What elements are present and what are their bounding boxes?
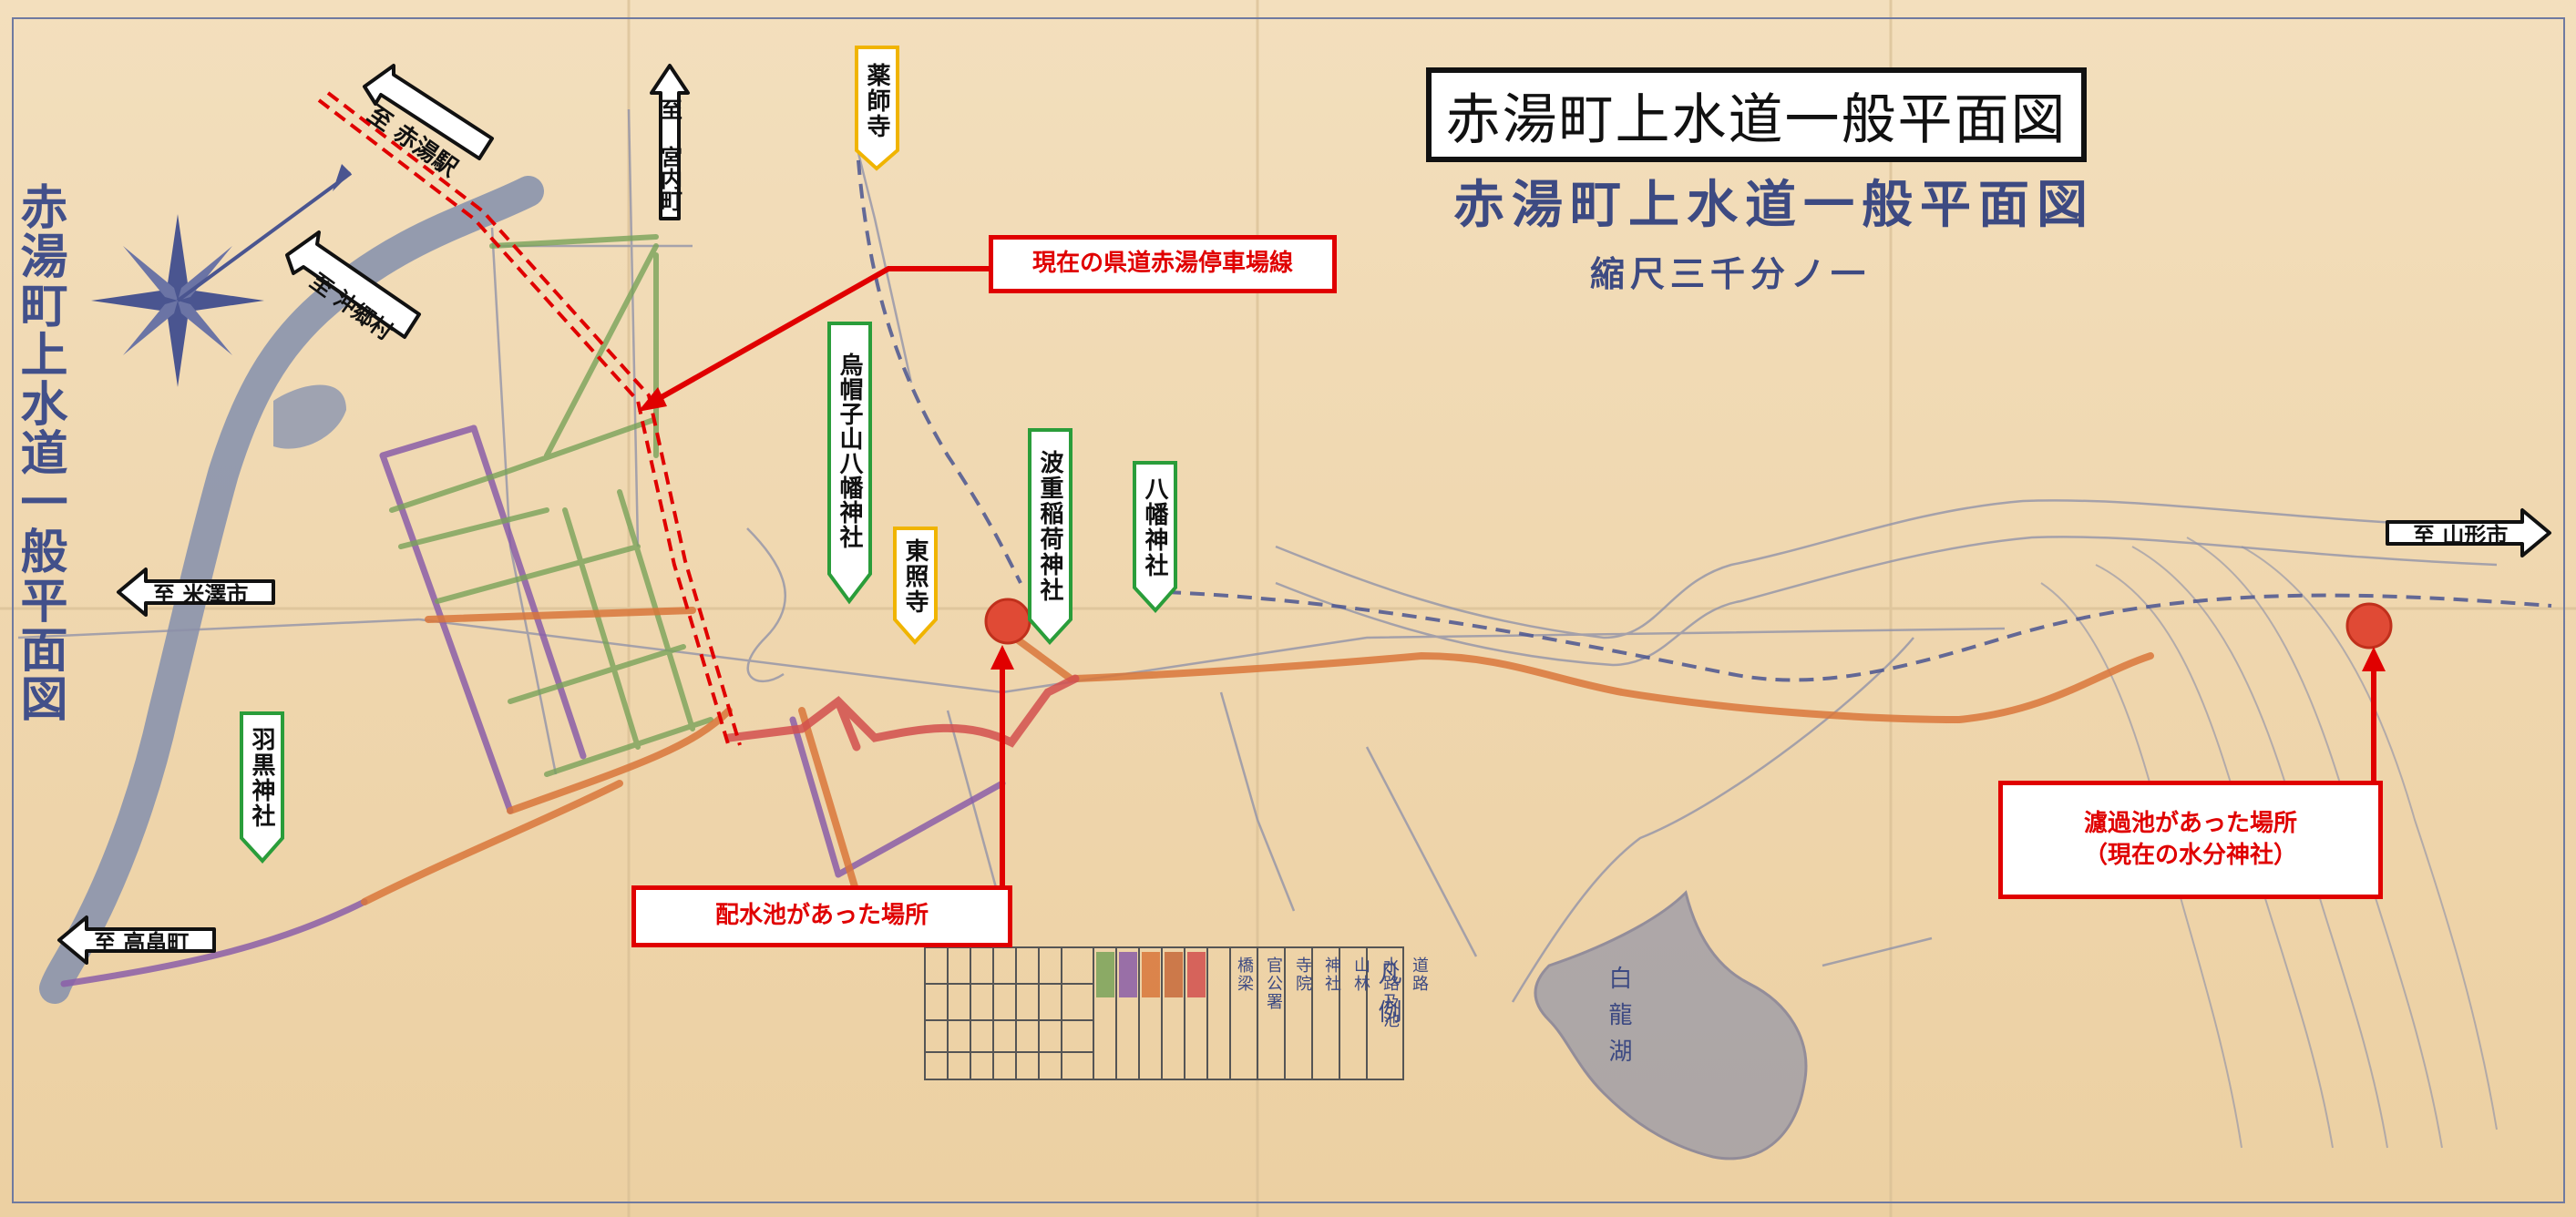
pipes-green bbox=[389, 234, 713, 777]
legend-item: 神社 bbox=[1322, 956, 1341, 993]
legend-item: 寺院 bbox=[1293, 956, 1312, 993]
callout-reservoir: 配水池があった場所 bbox=[631, 885, 1012, 947]
legend-item: 水路及池 bbox=[1380, 956, 1400, 1029]
legend-item: 道路 bbox=[1410, 956, 1429, 993]
direction-yonezawa: 至 米澤市 bbox=[153, 581, 249, 608]
railway bbox=[855, 136, 2552, 682]
lake-name: 白龍湖 bbox=[1605, 966, 1632, 1075]
legend-item: 官公署 bbox=[1264, 956, 1283, 1011]
legend-items: 道路水路及池山林神社寺院官公署橋梁 bbox=[1232, 956, 1431, 1070]
callout-reservoir-text: 配水池があった場所 bbox=[714, 902, 929, 930]
reservoir-marker bbox=[984, 598, 1031, 645]
label-toshoji: 東照寺 bbox=[901, 537, 929, 615]
label-yakushiji: 薬師寺 bbox=[863, 62, 890, 139]
pipes-purple bbox=[60, 424, 1006, 987]
lake bbox=[1534, 890, 1808, 1161]
label-hachiman: 八幡神社 bbox=[1141, 476, 1168, 578]
legend-item: 橋梁 bbox=[1235, 956, 1254, 993]
callout-filter-pond: 濾過池があった場所 （現在の水分神社） bbox=[1998, 781, 2383, 899]
scale-text: 縮尺三千分ノ一 bbox=[1590, 253, 1872, 294]
side-title: 赤湯町上水道一般平面図 bbox=[12, 182, 67, 723]
original-title: 赤湯町上水道一般平面図 bbox=[1453, 175, 2095, 235]
pipes-orange bbox=[361, 607, 2154, 905]
label-namishige-inari: 波重稲荷神社 bbox=[1036, 450, 1063, 603]
legend-table bbox=[924, 946, 1404, 1080]
map-frame bbox=[12, 17, 2565, 1203]
callout-filter-pond-line1: 濾過池があった場所 bbox=[2083, 809, 2297, 837]
callout-prefectural-road: 現在の県道赤湯停車場線 bbox=[989, 235, 1337, 293]
direction-takahata: 至 高畠町 bbox=[94, 929, 190, 956]
direction-miyauchi: 至 宮内町 bbox=[656, 98, 682, 211]
compass-rose bbox=[91, 164, 353, 387]
callout-prefectural-road-text: 現在の県道赤湯停車場線 bbox=[1031, 250, 1293, 278]
legend-item: 山林 bbox=[1351, 956, 1370, 993]
map-title: 赤湯町上水道一般平面図 bbox=[1426, 67, 2087, 162]
callout-arrows bbox=[644, 266, 2376, 900]
river bbox=[39, 176, 544, 1004]
direction-arrows bbox=[57, 64, 2551, 965]
legend-heading: 凡例 bbox=[1374, 961, 1401, 1038]
label-haguro: 羽黒神社 bbox=[248, 727, 275, 829]
pipes-pink bbox=[724, 674, 1080, 752]
direction-yamagata: 至 山形市 bbox=[2413, 522, 2509, 548]
label-eboshiyama-hachiman: 烏帽子山八幡神社 bbox=[836, 352, 863, 549]
prefectural-road bbox=[317, 91, 742, 748]
legend-swatches bbox=[1096, 952, 1206, 997]
roads bbox=[17, 108, 2498, 1003]
callout-filter-pond-line2: （現在の水分神社） bbox=[2083, 842, 2297, 869]
filter-pond-marker bbox=[2345, 602, 2393, 649]
